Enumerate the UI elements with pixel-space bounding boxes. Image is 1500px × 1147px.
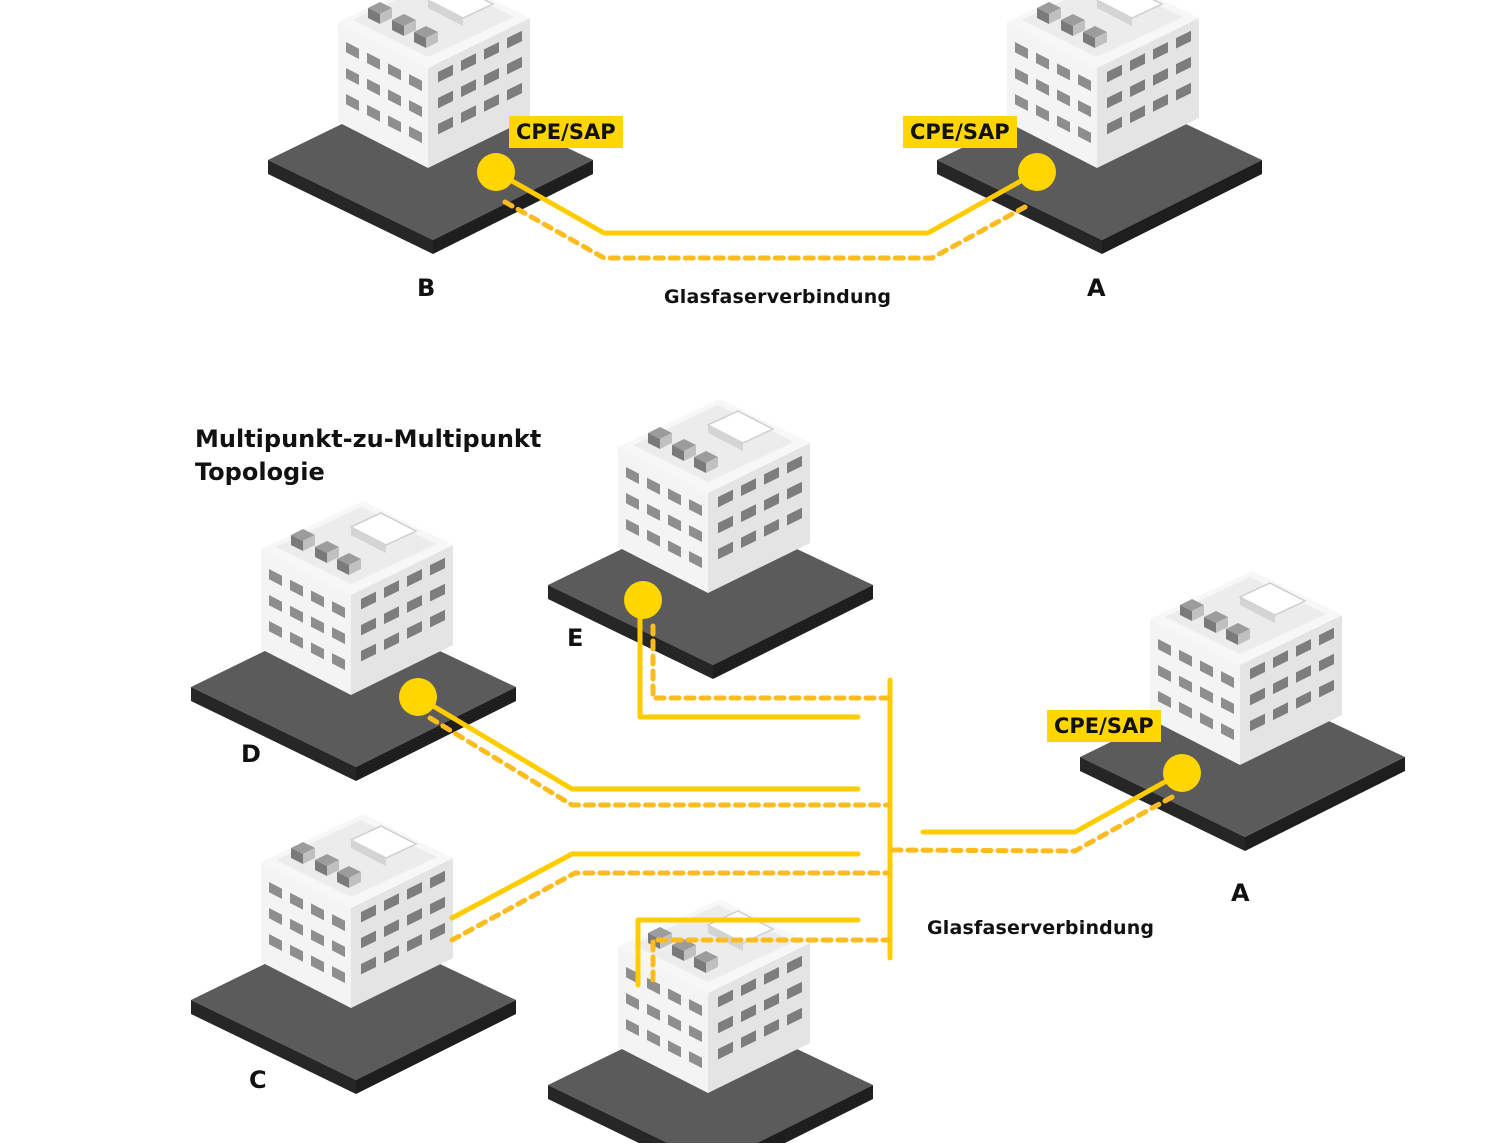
cpe-node-a-bottom [1163,754,1201,792]
site-label-b: B [417,274,436,302]
fiber-dashed-f [650,937,891,983]
building-d-icon [190,500,517,782]
cpe-node-b [477,153,515,191]
cpe-node-a-top [1018,153,1056,191]
node-e [624,581,662,619]
cpe-sap-tag-b: CPE/SAP [509,116,623,148]
site-label-c: C [249,1066,267,1094]
fiber-solid-e [637,597,861,720]
site-label-bottom-a: A [1231,879,1250,907]
fiber-dashed-d [427,715,891,808]
fiber-dashed-top [502,199,1028,261]
node-d [399,678,437,716]
site-label-e: E [567,624,584,652]
cpe-sap-tag-bottom-a: CPE/SAP [1047,710,1161,742]
building-e-icon [547,398,874,680]
fiber-lines-layer [415,169,1184,988]
topology-title-line2: Topologie [195,458,325,486]
fiber-solid-top [493,169,1040,236]
fiber-dashed-a-bottom [890,794,1175,854]
connection-label-bottom: Glasfaserverbindung [927,917,1155,939]
cpe-nodes-layer [399,153,1201,792]
site-label-d: D [241,740,261,768]
site-label-a: A [1087,274,1106,302]
building-f-icon [547,898,874,1147]
buildings-layer [190,0,1406,1147]
topology-title-line1: Multipunkt-zu-Multipunkt [195,425,542,453]
connection-label-top: Glasfaserverbindung [664,286,892,308]
fiber-solid-a-bottom [920,770,1184,835]
fiber-solid-d [415,694,861,792]
fiber-dashed-e [650,623,891,701]
building-c-icon [190,813,517,1095]
cpe-sap-tag-a: CPE/SAP [903,116,1017,148]
fiber-solid-f [635,917,861,988]
fiber-solid-c [449,851,861,921]
fiber-dashed-c [449,870,891,943]
